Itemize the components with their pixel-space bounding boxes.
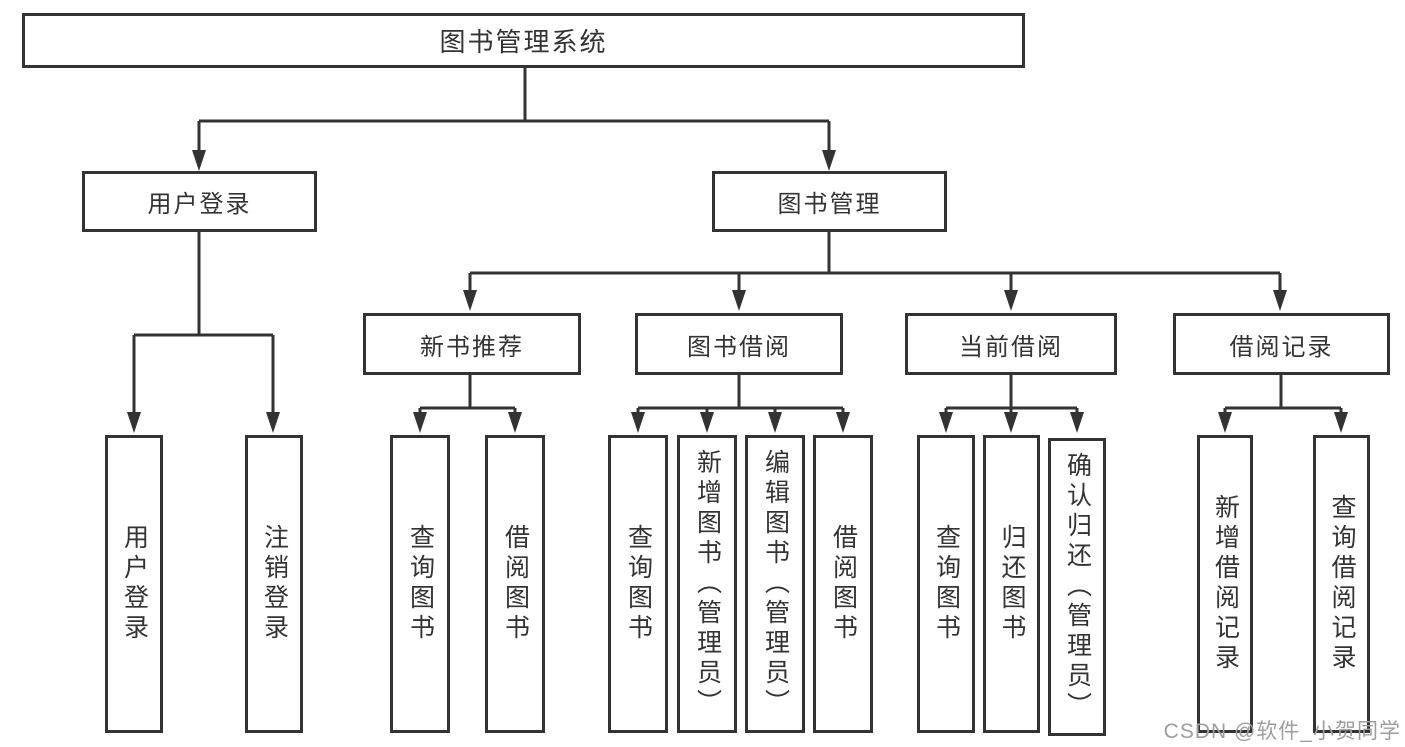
arrowhead (508, 412, 522, 433)
node-new-book-recommend: 新书推荐 (363, 313, 581, 375)
node-label: 图书管理 (777, 191, 882, 218)
arrowhead (413, 412, 427, 433)
leaf-logout: 注销登录 (245, 435, 303, 733)
arrowhead (192, 150, 206, 171)
node-borrow-records: 借阅记录 (1173, 313, 1390, 375)
node-label: 当前借阅 (959, 333, 1063, 361)
arrowhead (768, 412, 782, 433)
node-label: 新书推荐 (420, 333, 524, 361)
leaf-add-books-admin: 新增图书（管理员） (677, 435, 737, 733)
leaf-label: 查询借阅记录 (1328, 494, 1356, 674)
arrowhead (732, 290, 746, 311)
arrowhead (1004, 290, 1018, 311)
arrowhead (463, 290, 477, 311)
leaf-label: 查询图书 (406, 524, 435, 644)
leaf-label: 注销登录 (260, 524, 289, 644)
leaf-label: 归还图书 (998, 524, 1026, 644)
leaf-return-books: 归还图书 (983, 435, 1040, 733)
node-user-login: 用户登录 (82, 171, 317, 232)
leaf-label: 新增图书（管理员） (693, 449, 722, 719)
leaf-confirm-return-admin: 确认归还（管理员） (1048, 438, 1106, 736)
node-label: 用户登录 (147, 191, 252, 218)
arrowhead (700, 412, 714, 433)
leaf-user-login: 用户登录 (105, 435, 163, 733)
leaf-query-books-borrow: 查询图书 (608, 435, 668, 733)
connector-book-borrow-to-leaves (631, 375, 850, 433)
connector-book-management-to-level3 (463, 232, 1287, 311)
connector-user-login-to-leaves (127, 232, 280, 433)
leaf-edit-books-admin: 编辑图书（管理员） (745, 435, 805, 733)
leaf-label: 新增借阅记录 (1211, 494, 1240, 674)
arrowhead (1334, 412, 1348, 433)
leaf-borrow-books: 借阅图书 (813, 435, 873, 733)
connector-root-to-level2 (192, 68, 836, 171)
node-label: 借阅记录 (1229, 333, 1334, 361)
arrowhead (127, 412, 141, 433)
arrowhead (1004, 412, 1018, 433)
leaf-label: 编辑图书（管理员） (761, 449, 790, 719)
node-book-borrow: 图书借阅 (635, 313, 843, 375)
connector-borrow-records-to-leaves (1218, 375, 1348, 433)
leaf-borrow-books-recommend: 借阅图书 (485, 435, 545, 733)
node-library-management-system: 图书管理系统 (22, 13, 1025, 68)
leaf-query-borrow-record: 查询借阅记录 (1313, 435, 1370, 733)
leaf-label: 查询图书 (932, 524, 961, 644)
leaf-query-books-recommend: 查询图书 (390, 435, 450, 733)
node-current-borrow: 当前借阅 (905, 313, 1117, 375)
arrowhead (631, 412, 645, 433)
arrowhead (1070, 412, 1084, 433)
arrowhead (836, 412, 850, 433)
leaf-add-borrow-record: 新增借阅记录 (1197, 435, 1253, 733)
leaf-label: 用户登录 (120, 524, 149, 644)
leaf-label: 确认归还（管理员） (1063, 452, 1092, 722)
leaf-label: 借阅图书 (829, 524, 858, 644)
arrowhead (1218, 412, 1232, 433)
node-book-management: 图书管理 (712, 171, 947, 232)
node-label: 图书借阅 (687, 333, 791, 361)
leaf-query-books-current: 查询图书 (917, 435, 975, 733)
node-label: 图书管理系统 (439, 27, 608, 57)
arrowhead (939, 412, 953, 433)
csdn-watermark: CSDN @软件_小贺同学 (1163, 720, 1401, 743)
arrowhead (266, 412, 280, 433)
connector-current-borrow-to-leaves (939, 375, 1084, 433)
leaf-label: 查询图书 (624, 524, 653, 644)
connector-new-book-recommend-to-leaves (413, 375, 522, 433)
arrowhead (1273, 290, 1287, 311)
leaf-label: 借阅图书 (501, 524, 530, 644)
arrowhead (822, 150, 836, 171)
